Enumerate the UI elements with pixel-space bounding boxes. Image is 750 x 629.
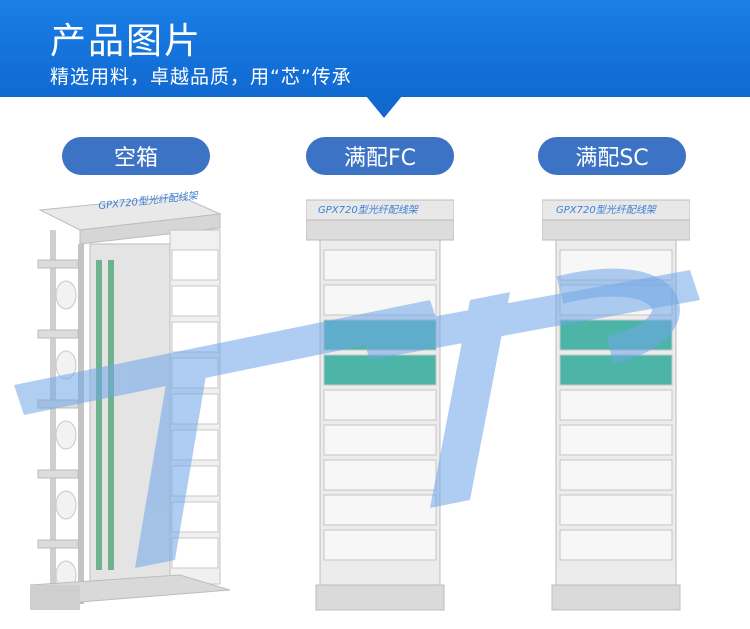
page-subtitle: 精选用料，卓越品质，用“芯”传承 — [50, 66, 352, 88]
label-full-sc: 满配SC — [538, 137, 686, 175]
empty-rack-icon — [30, 195, 230, 610]
label-full-fc: 满配FC — [306, 137, 454, 175]
sc-rack-icon — [542, 199, 690, 611]
cabinet-brand-3: GPX720型光纤配线架 — [556, 205, 656, 216]
page-title: 产品图片 — [50, 21, 203, 62]
label-empty-cabinet: 空箱 — [62, 137, 210, 175]
fc-rack-icon — [306, 199, 454, 611]
header-banner: 产品图片 精选用料，卓越品质，用“芯”传承 — [0, 0, 750, 97]
header-pointer — [366, 96, 402, 118]
cabinet-brand-2: GPX720型光纤配线架 — [318, 205, 418, 216]
